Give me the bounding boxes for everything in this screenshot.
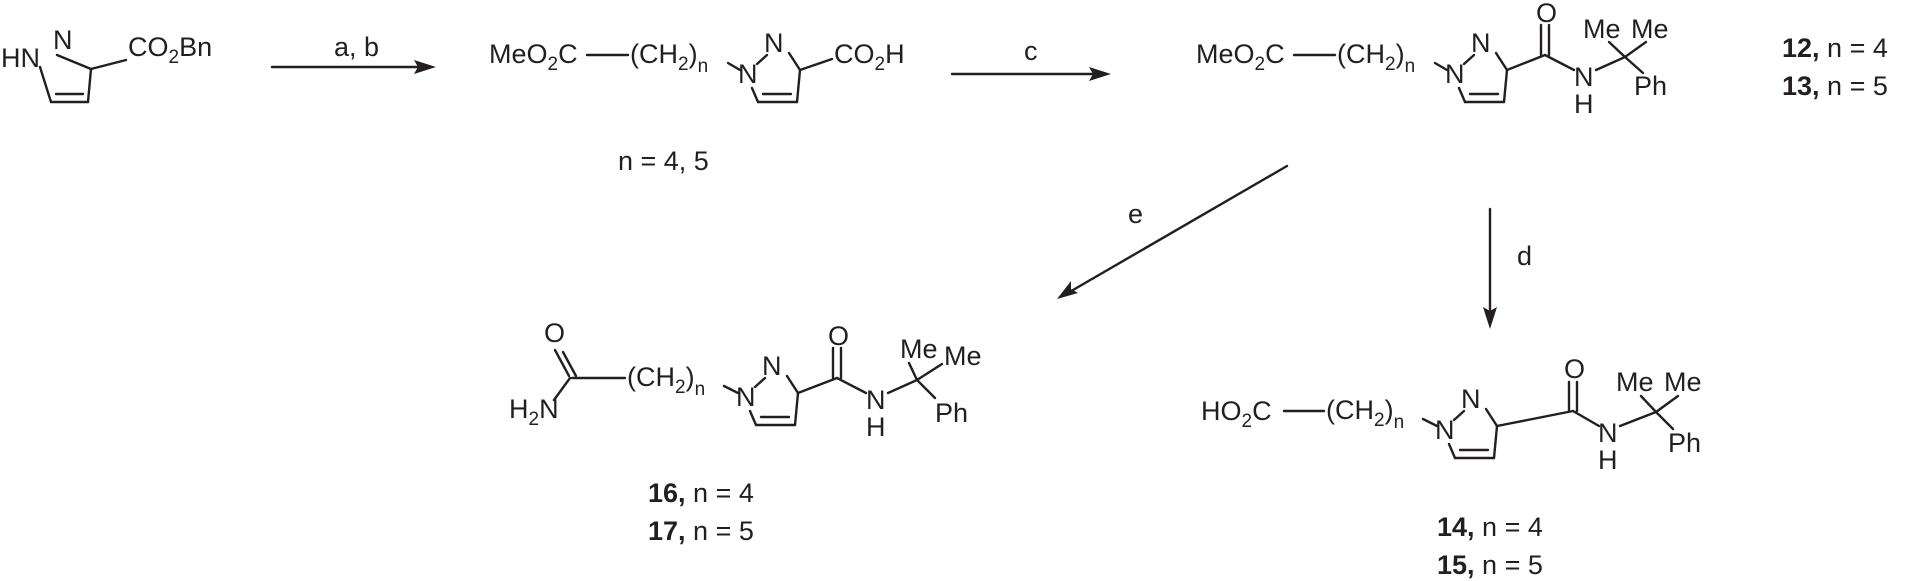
arrow-e-label: e: [1128, 199, 1143, 229]
da-me2-label: Me: [944, 341, 982, 371]
sm-ester-label: CO2Bn: [128, 32, 212, 68]
ae-nh-n-label: N: [1574, 62, 1594, 92]
arrow-c: c: [950, 36, 1111, 81]
aa-me1-label: Me: [1616, 367, 1654, 397]
compound-16-17: O H2N (CH2)n N N O N H Me Me Ph 16, n = …: [509, 318, 982, 546]
intermediate-acid: MeO2C (CH2)n N N CO2H n = 4, 5: [489, 28, 905, 176]
ae-n2-label: N: [1471, 28, 1491, 58]
acid-n2-label: N: [764, 28, 784, 58]
compound-12-13: MeO2C (CH2)n N N O N H Me Me Ph 12, n = …: [1196, 0, 1888, 119]
da-n2-label: N: [762, 351, 782, 381]
aa-nh-n-label: N: [1598, 418, 1618, 448]
compound-15-label: 15, n = 5: [1437, 550, 1543, 580]
compound-17-label: 17, n = 5: [648, 516, 754, 546]
ae-nh-h-label: H: [1574, 89, 1594, 119]
da-nh-h-label: H: [866, 412, 886, 442]
aa-o-label: O: [1564, 354, 1585, 384]
arrow-e: e: [1057, 164, 1289, 299]
aa-ph-label: Ph: [1668, 428, 1701, 458]
ae-me1-label: Me: [1583, 14, 1621, 44]
acid-n1-label: N: [738, 59, 758, 89]
da-me1-label: Me: [900, 334, 938, 364]
ae-me2-label: Me: [1631, 14, 1669, 44]
acid-ch2n-label: (CH2)n: [630, 39, 708, 77]
da-o2-label: O: [828, 321, 849, 351]
da-o1-label: O: [544, 318, 565, 348]
arrow-d-label: d: [1517, 241, 1532, 271]
compound-14-label: 14, n = 4: [1437, 512, 1543, 542]
ae-ch2n-label: (CH2)n: [1337, 39, 1415, 77]
aa-n2-label: N: [1461, 384, 1481, 414]
aa-n1-label: N: [1435, 415, 1455, 445]
ae-n1-label: N: [1445, 59, 1465, 89]
acid-co2h-label: CO2H: [834, 39, 905, 75]
sm-hn-label: HN: [1, 43, 40, 73]
da-ch2n-label: (CH2)n: [627, 362, 705, 400]
compound-12-label: 12, n = 4: [1782, 33, 1888, 63]
arrow-ab-label: a, b: [334, 32, 379, 62]
ae-ph-label: Ph: [1634, 71, 1667, 101]
ae-meo2c-label: MeO2C: [1196, 39, 1285, 75]
arrow-ab: a, b: [270, 32, 436, 74]
aa-ch2n-label: (CH2)n: [1326, 395, 1404, 433]
da-n1-label: N: [736, 382, 756, 412]
aa-nh-h-label: H: [1598, 445, 1618, 475]
acid-caption: n = 4, 5: [618, 146, 709, 176]
sm-n-label: N: [53, 25, 73, 55]
acid-meo2c-label: MeO2C: [489, 39, 578, 75]
compound-13-label: 13, n = 5: [1782, 71, 1888, 101]
ae-o-label: O: [1536, 0, 1557, 28]
aa-me2-label: Me: [1664, 367, 1702, 397]
compound-16-label: 16, n = 4: [648, 478, 754, 508]
arrow-c-label: c: [1024, 36, 1038, 66]
da-nh-n-label: N: [866, 385, 886, 415]
starting-material: HN N CO2Bn: [1, 25, 212, 104]
compound-14-15: HO2C (CH2)n N N O N H Me Me Ph 14, n = 4…: [1201, 354, 1702, 580]
arrow-d: d: [1483, 207, 1532, 329]
aa-ho2c-label: HO2C: [1201, 396, 1272, 432]
da-ph-label: Ph: [935, 398, 968, 428]
da-h2n-label: H2N: [509, 394, 559, 430]
